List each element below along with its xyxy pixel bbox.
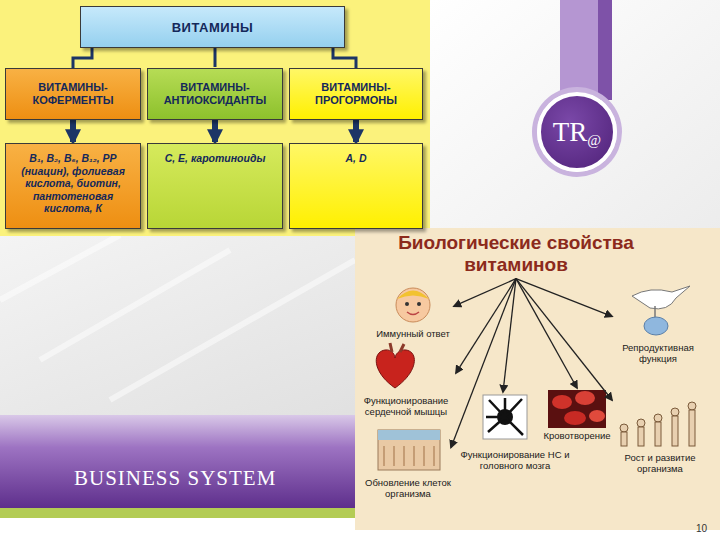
tree-connector <box>333 48 356 68</box>
beige-panel <box>355 228 720 530</box>
panel-heading: Биологические свойства витаминов <box>385 231 647 277</box>
radial-arrow <box>516 279 612 400</box>
vitamin-list-box: А, D <box>289 143 423 229</box>
property-item: Обновление клеток организма <box>365 425 451 500</box>
node-text: Кровотворение <box>540 430 614 441</box>
node-text: В₁, В₂, В₆, В₁₂, РР (ниацин), фолиевая к… <box>11 152 135 215</box>
white-panel <box>430 0 720 236</box>
property-item: Кровотворение <box>540 388 614 441</box>
tree-connector <box>214 48 217 67</box>
heart-icon <box>376 343 414 388</box>
radial-arrow <box>451 279 516 448</box>
tree-connector <box>212 120 218 142</box>
property-item: Рост и развитие организма <box>612 400 708 475</box>
property-item: Иммунный ответ <box>372 284 454 339</box>
tree-connector <box>73 48 92 68</box>
radial-arrow <box>516 279 577 388</box>
stork-icon <box>632 286 690 335</box>
root-box: ВИТАМИНЫ <box>80 6 345 48</box>
node-text: Репродуктивная функция <box>612 342 704 365</box>
category-box: ВИТАМИНЫ-КОФЕРМЕНТЫ <box>5 68 141 120</box>
node-text: TR <box>553 117 588 148</box>
node-text: @ <box>587 132 601 149</box>
logo-circle: TR@ <box>537 92 617 172</box>
node-text: С, Е, каротиноиды <box>165 152 266 165</box>
vitamin-list-box: С, Е, каротиноиды <box>147 143 283 229</box>
node-text: А, D <box>346 152 367 165</box>
tree-connector <box>70 120 76 142</box>
node-text: ВИТАМИНЫ-ПРОГОРМОНЫ <box>295 81 417 107</box>
node-text: Рост и развитие организма <box>612 452 708 475</box>
node-text: Биологические свойства витаминов <box>387 232 645 276</box>
property-item: Функционирование сердечной мышцы <box>356 343 456 418</box>
ribbon <box>560 0 598 100</box>
page-number: 10 <box>696 523 707 534</box>
node-text: Функционирование сердечной мышцы <box>356 395 456 418</box>
node-text: Обновление клеток организма <box>365 477 451 500</box>
node-text: ВИТАМИНЫ-КОФЕРМЕНТЫ <box>11 81 135 107</box>
yellow-panel <box>0 0 430 236</box>
node-text: ВИТАМИНЫ-АНТИОКСИДАНТЫ <box>153 81 277 107</box>
category-box: ВИТАМИНЫ-ПРОГОРМОНЫ <box>289 68 423 120</box>
light-streaks <box>0 235 355 400</box>
tree-connector <box>353 120 359 142</box>
property-item: Функционирование НС и головного мозга <box>455 392 575 472</box>
neuron-icon <box>483 395 527 439</box>
node-text: Иммунный ответ <box>372 328 454 339</box>
brand-label: BUSINESS SYSTEM <box>74 466 276 491</box>
vitamin-list-box: В₁, В₂, В₆, В₁₂, РР (ниацин), фолиевая к… <box>5 143 141 229</box>
category-box: ВИТАМИНЫ-АНТИОКСИДАНТЫ <box>147 68 283 120</box>
ribbon-edge <box>598 0 612 100</box>
baby-icon <box>396 288 430 322</box>
node-text: ВИТАМИНЫ <box>172 20 254 35</box>
property-item: Репродуктивная функция <box>612 284 704 365</box>
tissue-icon <box>378 430 440 470</box>
blood-cells-icon <box>548 390 606 428</box>
children-icon <box>620 402 696 446</box>
node-text: Функционирование НС и головного мозга <box>455 449 575 472</box>
